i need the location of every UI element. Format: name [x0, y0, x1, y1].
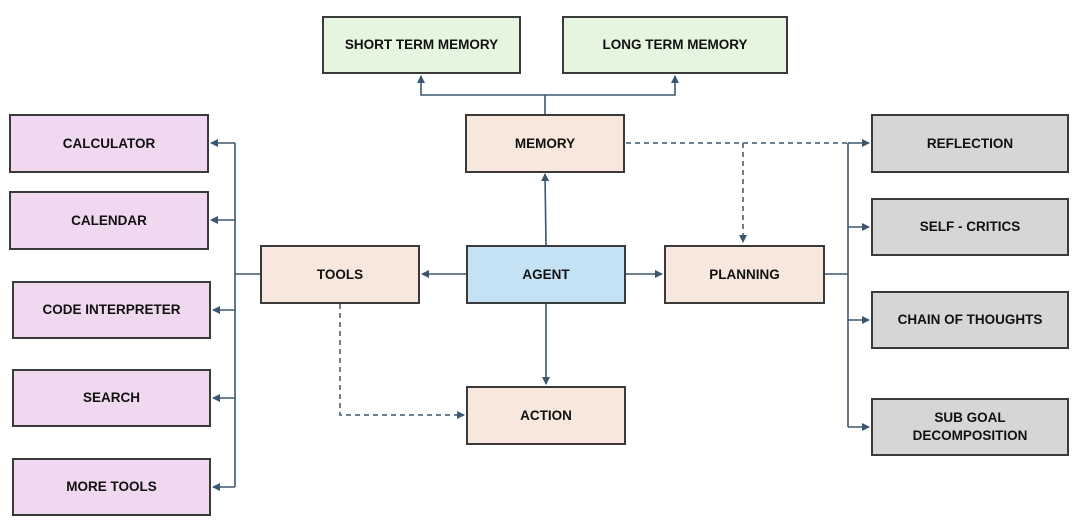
search-box: SEARCH	[12, 369, 211, 427]
short-term-memory-box: SHORT TERM MEMORY	[322, 16, 521, 74]
calendar-label: CALENDAR	[71, 212, 147, 228]
short-term-memory-label: SHORT TERM MEMORY	[344, 37, 499, 53]
search-label: SEARCH	[82, 390, 140, 406]
self-critics-box: SELF - CRITICS	[871, 198, 1069, 256]
more-tools-label: MORE TOOLS	[66, 479, 157, 495]
calculator-label: CALCULATOR	[62, 135, 156, 151]
calculator-box: CALCULATOR	[9, 114, 209, 173]
action-box: ACTION	[466, 386, 626, 445]
agent-box: AGENT	[466, 245, 626, 304]
long-term-memory-box: LONG TERM MEMORY	[562, 16, 788, 74]
calendar-box: CALENDAR	[9, 191, 209, 250]
memory-box: MEMORY	[465, 114, 625, 173]
tools-label: TOOLS	[316, 266, 364, 282]
action-label: ACTION	[520, 407, 572, 423]
tools-to-action-dashed-arrow	[339, 304, 465, 419]
chain-of-thoughts-box: CHAIN OF THOUGHTS	[871, 291, 1069, 349]
code-interpreter-label: CODE INTERPRETER	[42, 302, 181, 318]
code-interpreter-box: CODE INTERPRETER	[12, 281, 211, 339]
sub-goal-label-line1: SUB GOAL	[934, 410, 1006, 426]
agent-to-memory-arrow	[541, 173, 550, 246]
reflection-box: REFLECTION	[871, 114, 1069, 173]
tools-box: TOOLS	[260, 245, 420, 304]
memory-to-short-term-arrow	[417, 75, 545, 96]
planning-box: PLANNING	[664, 245, 825, 304]
memory-to-long-term-arrow	[545, 75, 679, 96]
agent-label: AGENT	[522, 266, 570, 282]
reflection-label: REFLECTION	[926, 135, 1014, 151]
memory-label: MEMORY	[514, 135, 576, 151]
self-critics-label: SELF - CRITICS	[919, 219, 1021, 235]
sub-goal-label-line2: DECOMPOSITION	[912, 428, 1028, 443]
long-term-memory-label: LONG TERM MEMORY	[602, 37, 748, 53]
more-tools-box: MORE TOOLS	[12, 458, 211, 516]
chain-of-thoughts-label: CHAIN OF THOUGHTS	[897, 312, 1043, 328]
planning-label: PLANNING	[709, 266, 780, 282]
sub-goal-decomposition-box: SUB GOAL DECOMPOSITION	[871, 398, 1069, 456]
